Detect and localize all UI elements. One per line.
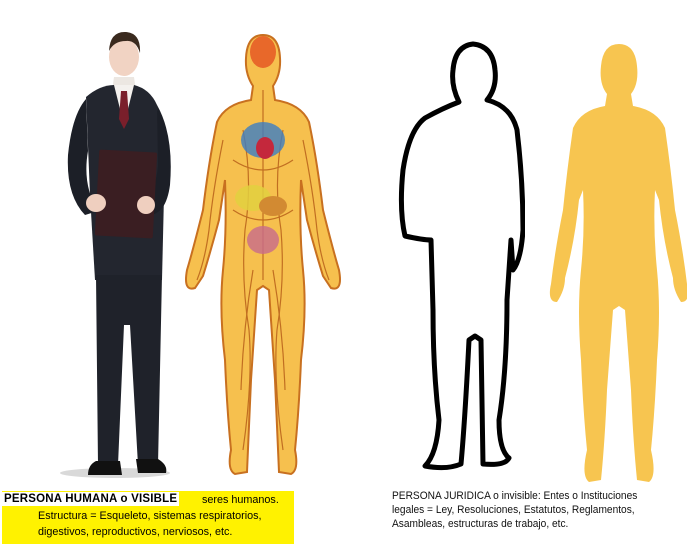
businessman-image bbox=[40, 25, 180, 480]
golden-silhouette-image bbox=[545, 40, 687, 490]
juridical-line-3: Asambleas, estructuras de trabajo, etc. bbox=[392, 517, 675, 531]
outline-silhouette-image bbox=[395, 40, 525, 485]
human-person-caption: PERSONA HUMANA o VISIBLE seres humanos. … bbox=[2, 491, 294, 544]
juridical-line-2: legales = Ley, Resoluciones, Estatutos, … bbox=[392, 503, 675, 517]
juridical-line-1: PERSONA JURIDICA o invisible: Entes o In… bbox=[392, 489, 675, 503]
juridical-person-caption: PERSONA JURIDICA o invisible: Entes o In… bbox=[392, 489, 675, 531]
anatomy-body-image bbox=[183, 30, 343, 480]
human-structure-line-1: Estructura = Esqueleto, sistemas respira… bbox=[38, 508, 294, 524]
human-person-heading: PERSONA HUMANA o VISIBLE bbox=[2, 492, 179, 506]
human-structure-line-2: digestivos, reproductivos, nerviosos, et… bbox=[38, 524, 294, 540]
